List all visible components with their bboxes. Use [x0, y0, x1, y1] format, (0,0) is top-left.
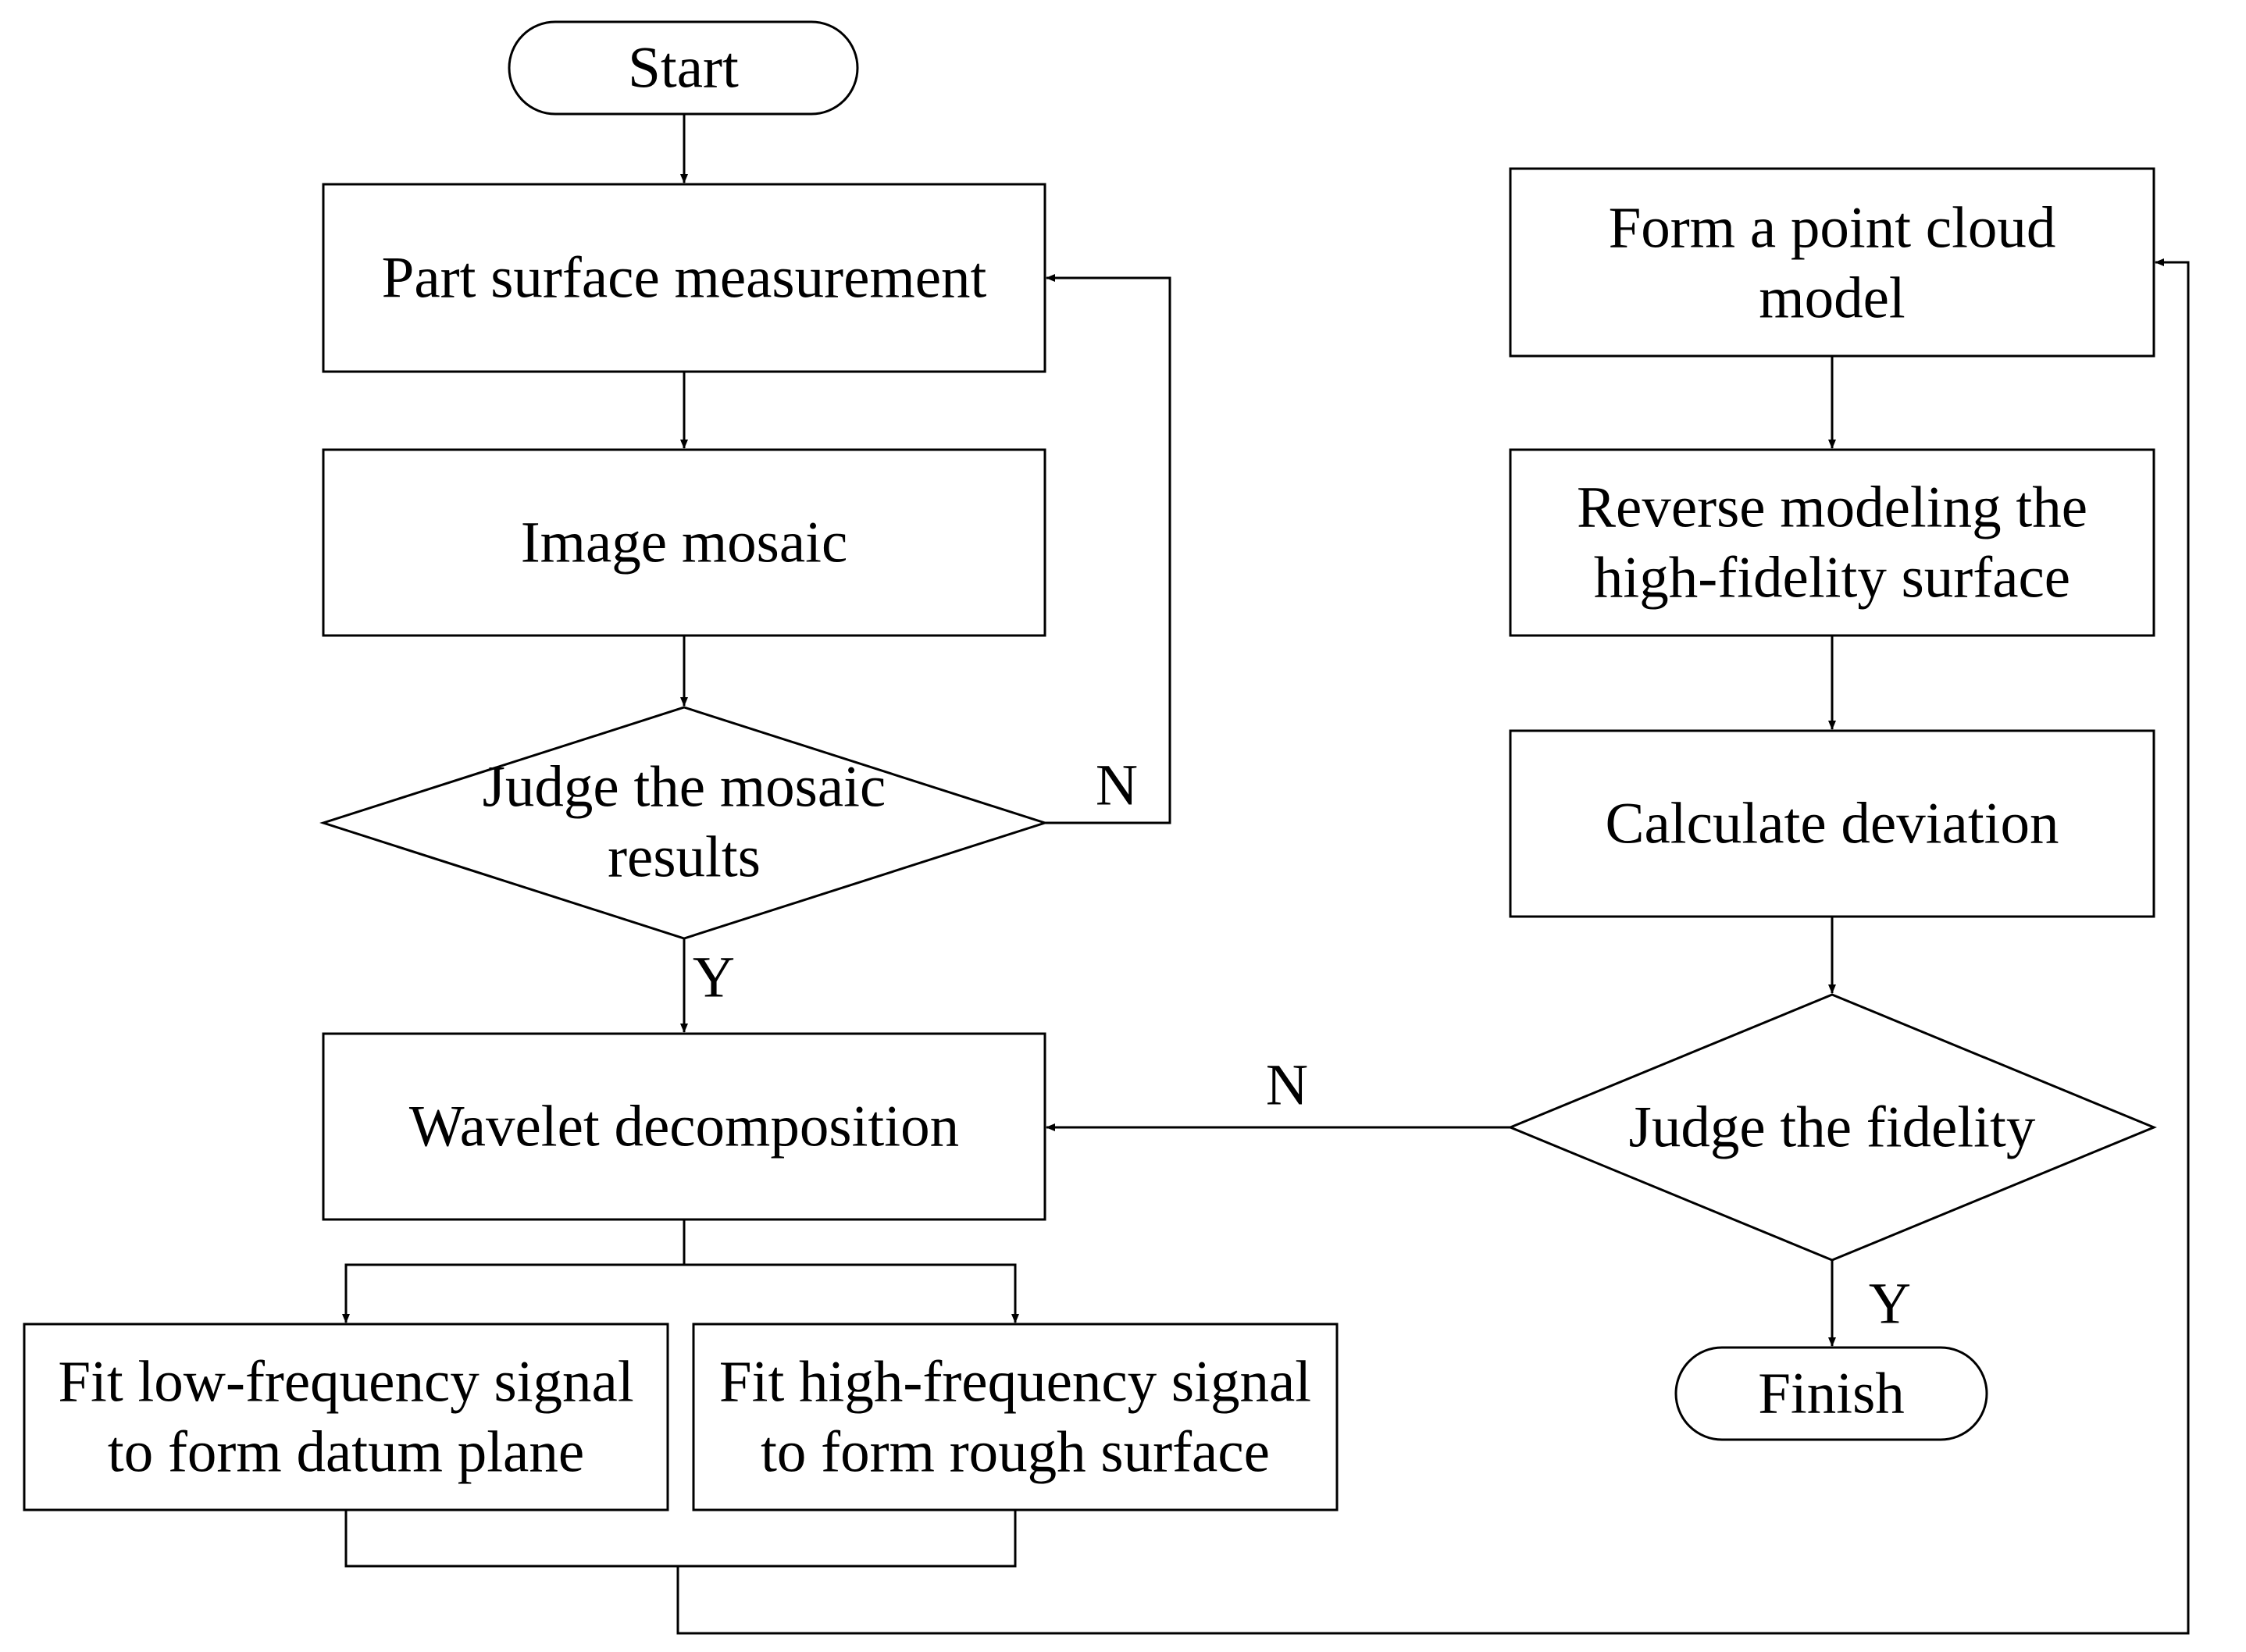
- part-surface-measurement-box: Part surface measurement: [322, 183, 1046, 373]
- fit-low-frequency-label-line1: Fit low-frequency signal: [58, 1350, 633, 1415]
- start-label: Start: [628, 36, 739, 101]
- mosaic-yes-label: Y: [693, 945, 735, 1010]
- judge-mosaic-label-line2: results: [608, 825, 761, 890]
- fit-low-frequency-box: Fit low-frequency signal to form datum p…: [23, 1323, 669, 1511]
- fit-high-frequency-label-line1: Fit high-frequency signal: [719, 1350, 1311, 1415]
- mosaic-no-label: N: [1096, 753, 1138, 818]
- finish-node: Finish: [1674, 1346, 1988, 1441]
- wavelet-decomposition-box: Wavelet decomposition: [322, 1032, 1046, 1221]
- reverse-modeling-box: Reverse modeling the high-fidelity surfa…: [1509, 448, 2155, 637]
- reverse-modeling-label-line2: high-fidelity surface: [1594, 546, 2070, 611]
- judge-mosaic-label-line1: Judge the mosaic: [483, 755, 886, 820]
- fit-high-frequency-box: Fit high-frequency signal to form rough …: [692, 1323, 1339, 1511]
- judge-fidelity-decision: Judge the fidelity: [1507, 993, 2157, 1262]
- start-node: Start: [508, 20, 859, 116]
- image-mosaic-label: Image mosaic: [521, 511, 848, 575]
- edge-wavelet-to-fit-high: [684, 1263, 1019, 1323]
- fit-low-frequency-label-line2: to form datum plane: [108, 1420, 584, 1485]
- judge-mosaic-decision: Judge the mosaic results: [319, 706, 1049, 940]
- edge-wavelet-to-fit-low: [342, 1263, 684, 1323]
- finish-label: Finish: [1758, 1362, 1905, 1426]
- image-mosaic-box: Image mosaic: [322, 448, 1046, 637]
- edge-fits-merge: [344, 1510, 1017, 1568]
- edge-merge-to-point-cloud: [676, 258, 2190, 1635]
- point-cloud-model-box: Form a point cloud model: [1509, 167, 2155, 358]
- fidelity-yes-label: Y: [1869, 1272, 1911, 1337]
- calculate-deviation-box: Calculate deviation: [1509, 729, 2155, 918]
- part-surface-measurement-label: Part surface measurement: [382, 246, 987, 311]
- point-cloud-model-label-line2: model: [1759, 266, 1905, 331]
- point-cloud-model-label-line1: Form a point cloud: [1609, 196, 2056, 261]
- reverse-modeling-label-line1: Reverse modeling the: [1577, 475, 2087, 540]
- edge-judge-mosaic-no-loop: [1045, 274, 1171, 824]
- fit-high-frequency-label-line2: to form rough surface: [761, 1420, 1270, 1485]
- calculate-deviation-label: Calculate deviation: [1605, 792, 2059, 856]
- wavelet-decomposition-label: Wavelet decomposition: [409, 1095, 959, 1159]
- judge-fidelity-label: Judge the fidelity: [1629, 1095, 2036, 1160]
- fidelity-no-label: N: [1266, 1053, 1308, 1118]
